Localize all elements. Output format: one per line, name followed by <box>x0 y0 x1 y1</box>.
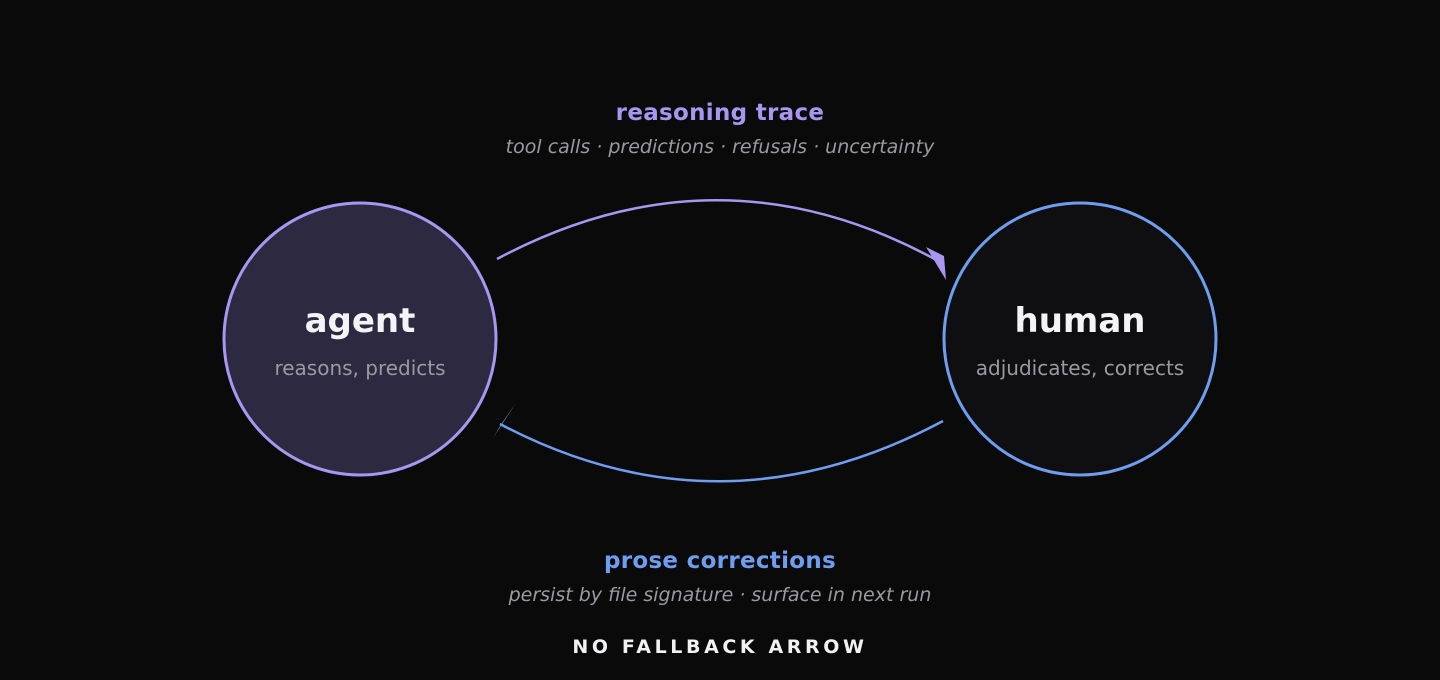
human-node: human adjudicates, corrects <box>942 201 1218 477</box>
agent-node: agent reasons, predicts <box>222 201 498 477</box>
prose-corrections-details: persist by file signature · surface in n… <box>508 584 932 606</box>
human-circle <box>942 201 1218 477</box>
reasoning-trace-label: reasoning trace <box>615 100 825 126</box>
agent-title: agent <box>305 301 416 341</box>
reasoning-trace-details: tool calls · predictions · refusals · un… <box>505 136 935 158</box>
prose-corrections-arrow <box>499 419 944 483</box>
agent-circle <box>222 201 498 477</box>
reasoning-trace-arrow <box>496 199 941 264</box>
human-subtitle: adjudicates, corrects <box>976 356 1184 380</box>
prose-corrections-label: prose corrections <box>603 548 837 574</box>
agent-subtitle: reasons, predicts <box>274 356 445 380</box>
human-title: human <box>1015 301 1146 341</box>
footer-note: NO FALLBACK ARROW <box>572 636 868 658</box>
prose-corrections-arrowhead <box>493 403 516 438</box>
reasoning-trace-arrowhead <box>926 247 946 280</box>
